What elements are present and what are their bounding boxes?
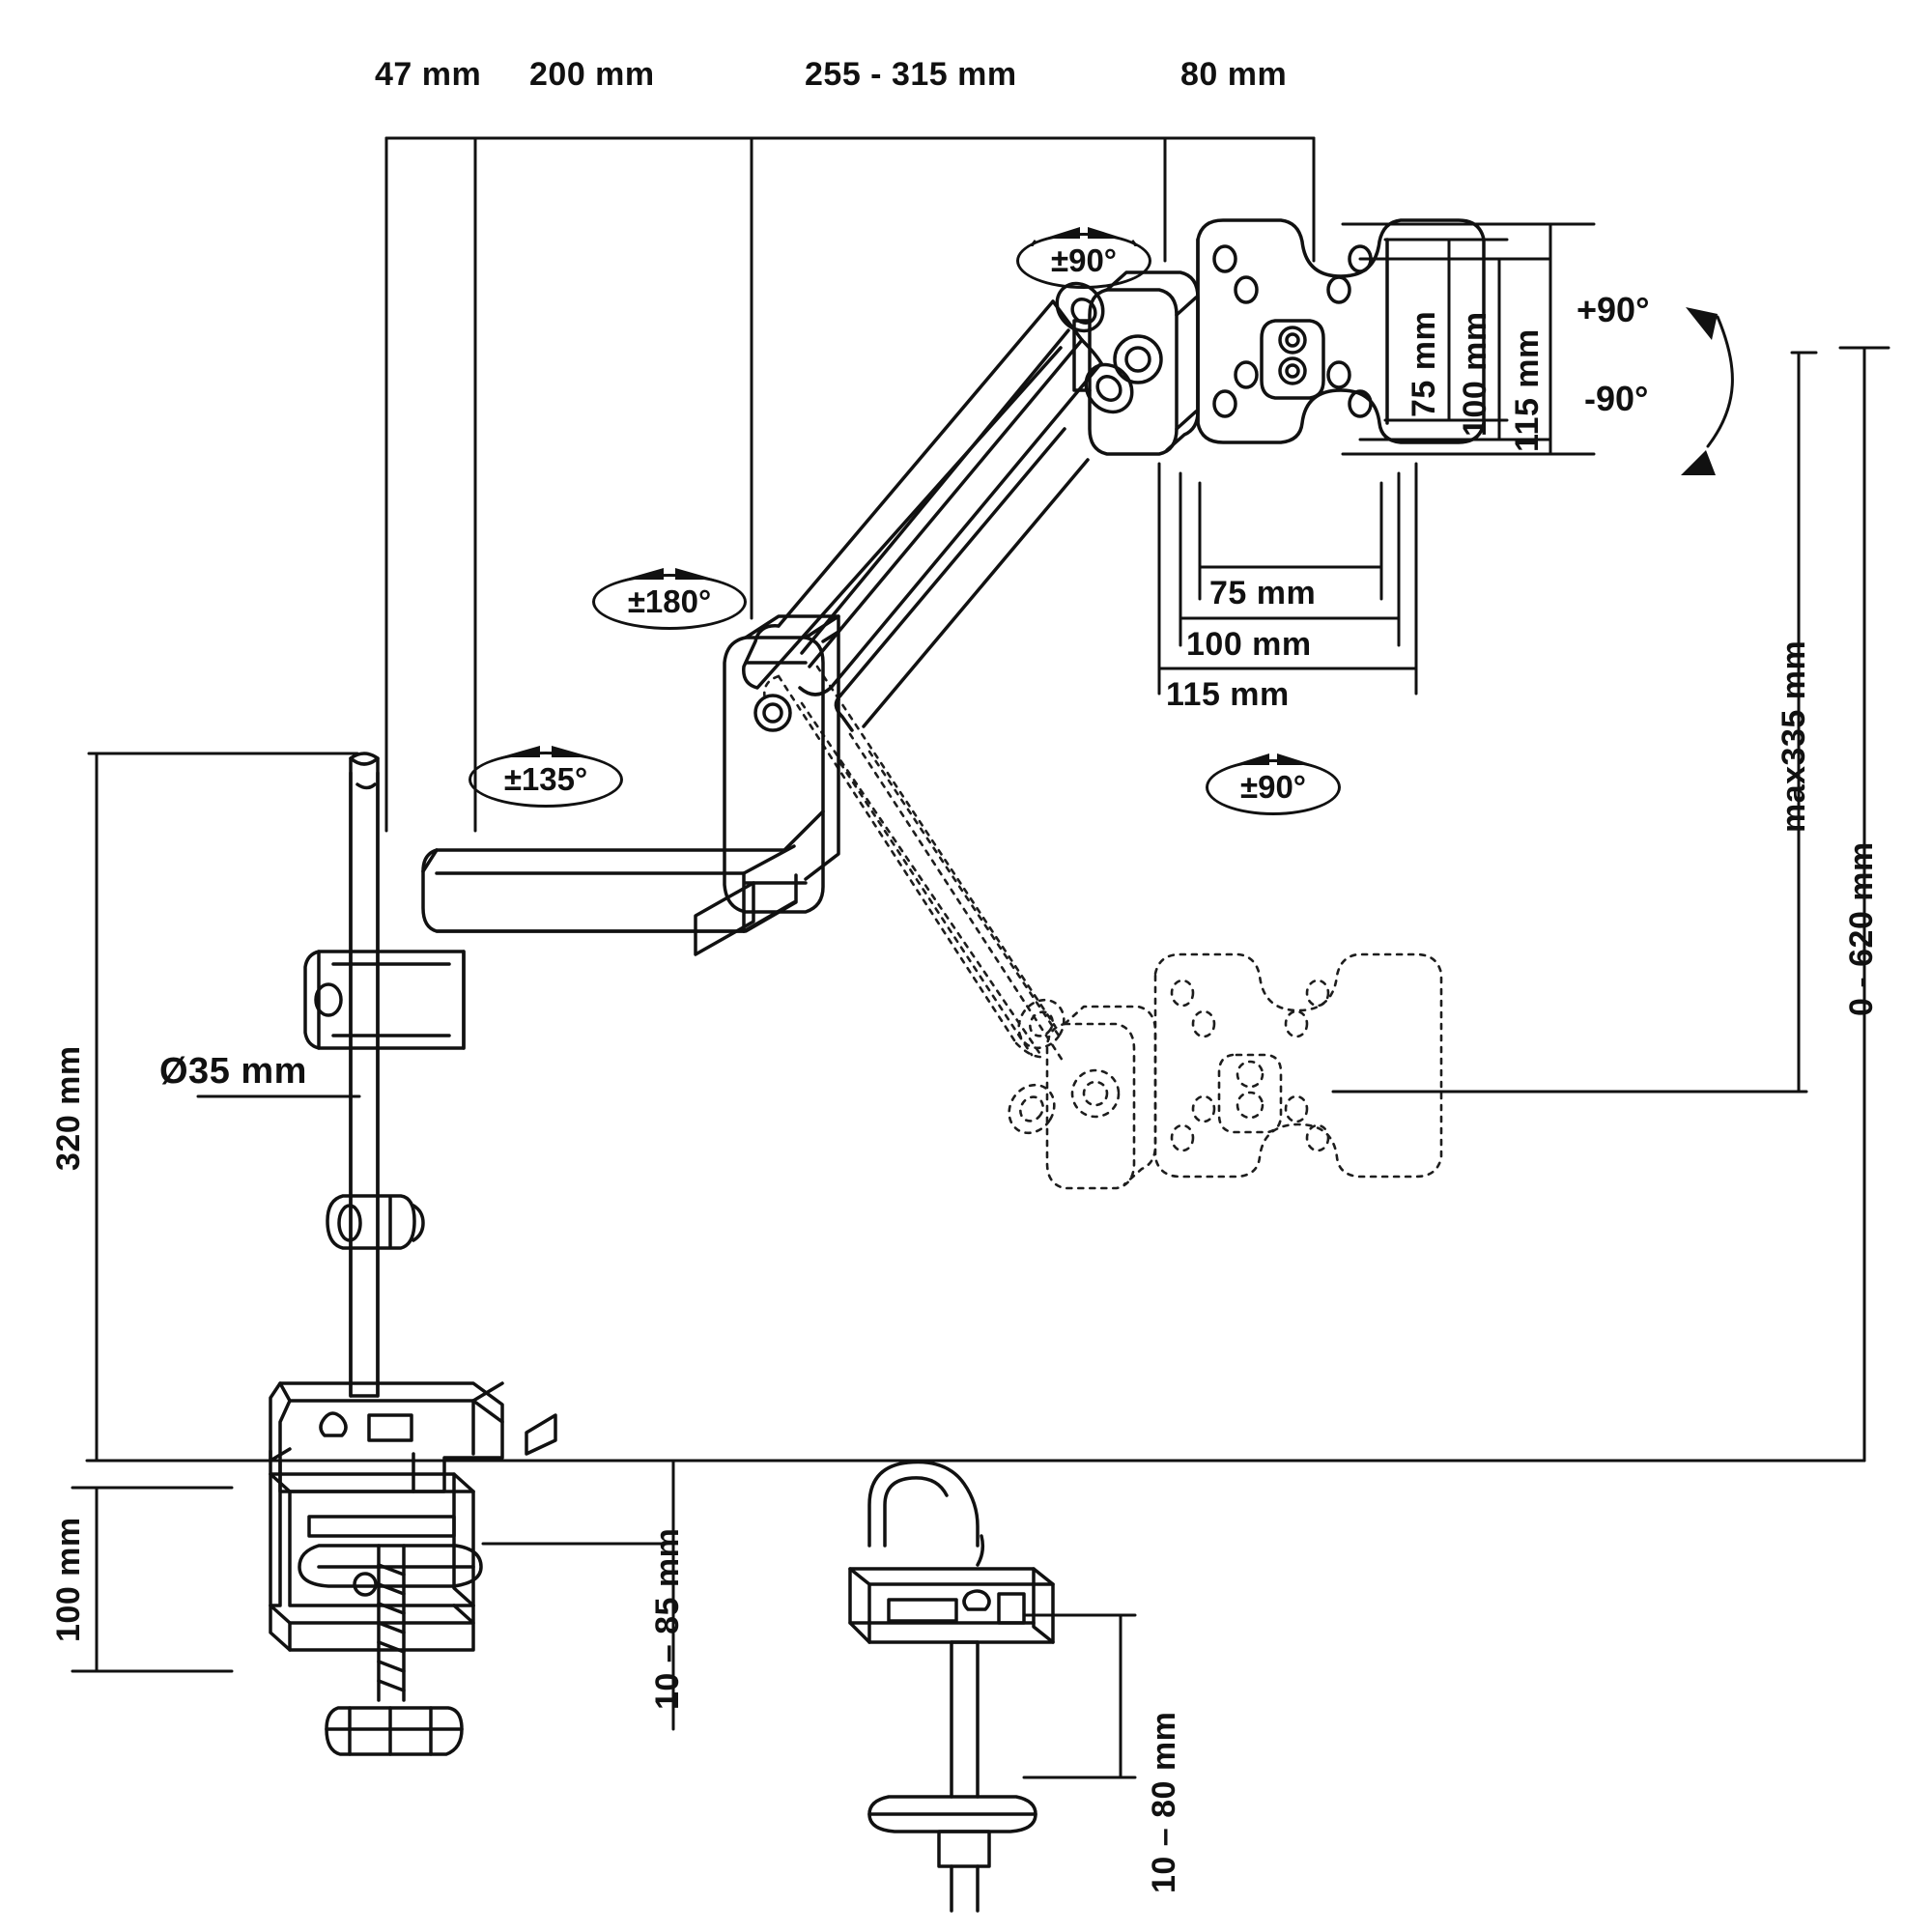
dim-label-80mm: 80 mm bbox=[1180, 56, 1288, 93]
badge-ellipse bbox=[1016, 233, 1151, 289]
vesa-horizontal-dimension-lines bbox=[1157, 462, 1418, 696]
right-dimension-max335 bbox=[1331, 351, 1818, 1094]
clamp-thickness-dimension bbox=[481, 1459, 675, 1731]
dim-label-100mm: 100 mm bbox=[50, 1517, 87, 1642]
cable-clip bbox=[326, 1194, 425, 1250]
tilt-head-housing bbox=[1072, 270, 1200, 456]
grommet-mount-detail bbox=[848, 1460, 1055, 1913]
dim-label-max335mm: max335 mm bbox=[1776, 639, 1812, 833]
vesa-horizontal-label-115mm: 115 mm bbox=[1166, 676, 1290, 713]
clamp-screw-assembly bbox=[298, 1544, 483, 1756]
badge-arrows-icon bbox=[499, 746, 592, 757]
dim-label-10-85mm: 10 – 85 mm bbox=[649, 1527, 686, 1710]
badge-label: ±90° bbox=[1239, 769, 1306, 805]
badge-arrows-icon bbox=[1233, 753, 1314, 765]
vesa-vertical-label-75mm: 75 mm bbox=[1406, 310, 1442, 417]
vesa-horizontal-label-75mm: 75 mm bbox=[1209, 575, 1317, 611]
badge-label: ±90° bbox=[1050, 242, 1117, 278]
mounting-pole bbox=[349, 752, 380, 1398]
desk-clamp bbox=[269, 1381, 557, 1652]
dim-label-200mm: 200 mm bbox=[529, 56, 655, 93]
dim-label-320mm: 320 mm bbox=[50, 1045, 87, 1171]
upper-arm-gas-spring bbox=[742, 299, 1103, 732]
badge-screen-pivot-rotation: ±90° bbox=[1206, 744, 1341, 815]
top-dimension-lines bbox=[384, 136, 1316, 833]
grommet-thickness-dimension bbox=[1022, 1613, 1137, 1779]
dim-label-47mm: 47 mm bbox=[375, 56, 482, 93]
badge-elbow-rotation: ±180° bbox=[592, 558, 747, 630]
badge-label: ±180° bbox=[627, 583, 712, 619]
badge-ellipse bbox=[469, 752, 623, 808]
pole-collar-upper bbox=[303, 950, 466, 1050]
right-dimension-0-620 bbox=[1838, 346, 1890, 1463]
badge-ellipse bbox=[592, 574, 747, 630]
dim-label-255-315mm: 255 - 315 mm bbox=[805, 56, 1017, 93]
vesa-vertical-label-100mm: 100 mm bbox=[1457, 311, 1493, 437]
tilt-arc bbox=[1706, 315, 1734, 448]
badge-arrows-icon bbox=[623, 568, 716, 580]
badge-base-rotation: ±135° bbox=[469, 736, 623, 808]
left-dimension-100 bbox=[71, 1486, 234, 1673]
tilt-label-up: +90° bbox=[1577, 290, 1650, 329]
ghost-lowered-position bbox=[763, 665, 1443, 1190]
lower-arm-segment bbox=[421, 810, 825, 956]
vesa-vertical-label-115mm: 115 mm bbox=[1509, 328, 1546, 452]
badge-head-rotation: ±90° bbox=[1016, 217, 1151, 289]
vesa-bracket-plate bbox=[1196, 218, 1486, 444]
badge-label: ±135° bbox=[503, 761, 588, 797]
dim-label-10-80mm: 10 – 80 mm bbox=[1146, 1711, 1182, 1893]
tilt-label-down: -90° bbox=[1584, 379, 1649, 418]
tilt-arrow-up bbox=[1686, 307, 1718, 340]
dim-label-pole-diameter: Ø35 mm bbox=[159, 1051, 307, 1092]
left-dimension-320 bbox=[87, 752, 359, 1463]
vesa-vertical-dimension-lines bbox=[1341, 222, 1596, 456]
badge-arrows-icon bbox=[1030, 227, 1138, 246]
vesa-horizontal-label-100mm: 100 mm bbox=[1186, 626, 1312, 663]
dim-label-0-620mm: 0 - 620 mm bbox=[1843, 841, 1880, 1016]
badge-ellipse bbox=[1206, 759, 1341, 815]
tilt-arrow-down bbox=[1681, 450, 1716, 475]
